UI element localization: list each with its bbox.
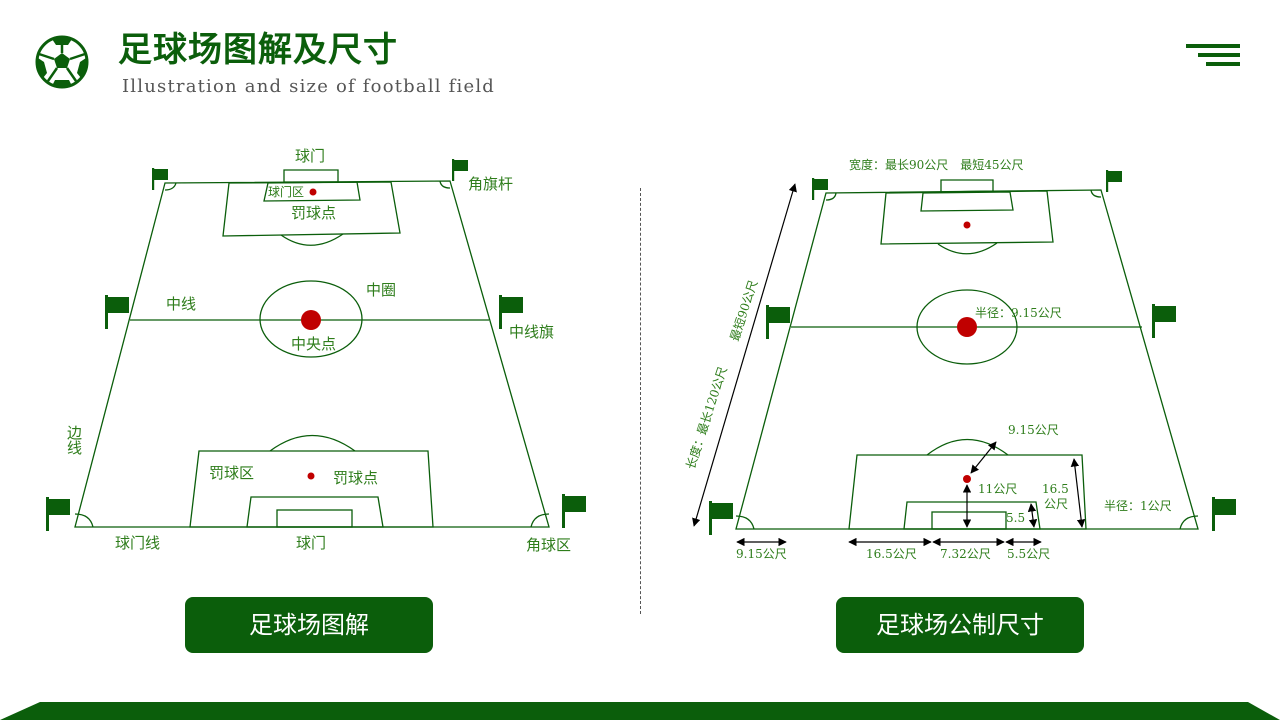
corner-flag-icon [1106, 170, 1122, 192]
left-corner-arc-tl [164, 182, 177, 191]
right-bottom-goal-area [903, 501, 1041, 530]
right-field [735, 179, 1199, 530]
field-illustration-button[interactable]: 足球场图解 [185, 597, 433, 653]
label-penalty-spot-bottom: 罚球点 [333, 469, 378, 487]
left-field [74, 169, 550, 528]
left-bottom-penalty-area [189, 450, 434, 528]
corner-flag-icon [152, 168, 168, 190]
corner-flag-icon [452, 159, 468, 181]
left-center-spot [301, 310, 321, 330]
left-top-goal [283, 169, 339, 183]
bottom-band [0, 702, 1280, 720]
left-bottom-goal [276, 509, 353, 528]
right-center-circle [916, 289, 1018, 365]
label-goal-area-side: 5.5公尺 [1007, 547, 1050, 561]
label-goal-bottom: 球门 [296, 534, 326, 552]
right-top-penalty-spot [963, 221, 971, 229]
label-goal-area-top: 球门区 [268, 184, 304, 199]
left-bottom-penalty-spot [307, 472, 315, 480]
corner-flag-icon [709, 501, 733, 535]
left-top-penalty-arc [280, 233, 344, 246]
label-goal-line: 球门线 [115, 534, 160, 552]
label-penalty-spot-top: 罚球点 [291, 204, 336, 222]
label-spot-distance: 11公尺 [978, 482, 1017, 496]
label-center-spot: 中央点 [291, 335, 336, 353]
label-halfway-line: 中线 [166, 295, 196, 313]
label-arc-radius: 9.15公尺 [1008, 423, 1059, 437]
label-penalty-depth-num: 16.5 [1042, 482, 1069, 496]
label-goal-width: 7.32公尺 [940, 547, 991, 561]
left-corner-arc-br [530, 513, 550, 528]
right-top-penalty-area [880, 190, 1054, 245]
left-corner-arc-bl [74, 513, 94, 528]
label-halfway-flag: 中线旗 [509, 323, 554, 341]
right-center-spot [957, 317, 977, 337]
dimension-arrows [692, 183, 1086, 547]
left-bottom-goal-area [246, 496, 384, 528]
label-corner-flag: 角旗杆 [468, 175, 513, 193]
right-bottom-goal [931, 511, 1007, 530]
label-length-long: 长度：最长120公尺 [683, 365, 730, 471]
label-goal-top: 球门 [295, 147, 325, 165]
right-bottom-penalty-arc [926, 438, 1009, 456]
label-center-radius: 半径：9.15公尺 [975, 306, 1062, 320]
left-center-circle [259, 280, 363, 358]
right-top-goal [940, 179, 994, 193]
menu-lines-icon[interactable] [1186, 44, 1242, 68]
label-corner-area: 角球区 [526, 536, 571, 554]
corner-flag-icon [46, 497, 70, 531]
halfway-flag-icon [1152, 304, 1176, 338]
right-corner-arc-tr [1090, 189, 1102, 198]
right-corner-arc-br [1179, 515, 1199, 530]
halfway-flag-icon [105, 295, 129, 329]
label-width: 宽度：最长90公尺 最短45公尺 [849, 157, 1024, 172]
label-penalty-side: 16.5公尺 [866, 547, 917, 561]
halfway-flag-icon [766, 305, 790, 339]
right-top-goal-area [920, 191, 1014, 212]
label-touchline: 边线 [65, 425, 83, 455]
left-top-penalty-spot [309, 188, 317, 196]
label-penalty-area: 罚球区 [209, 464, 254, 482]
right-corner-arc-tl [825, 192, 837, 201]
label-center-circle: 中圈 [366, 281, 396, 299]
corner-flag-icon [562, 494, 586, 528]
left-bottom-penalty-arc [269, 434, 356, 452]
label-corner-radius: 半径：1公尺 [1104, 499, 1172, 513]
right-top-penalty-arc [937, 242, 998, 255]
label-penalty-depth-unit: 公尺 [1044, 497, 1068, 511]
field-metric-size-button[interactable]: 足球场公制尺寸 [836, 597, 1084, 653]
right-bottom-penalty-spot [963, 475, 971, 483]
page-subtitle: Illustration and size of football field [122, 76, 496, 97]
soccer-ball-icon [35, 35, 89, 89]
label-corner-distance: 9.15公尺 [736, 547, 787, 561]
label-length-short: 最短90公尺 [728, 278, 761, 343]
corner-flag-icon [1212, 497, 1236, 531]
page-title: 足球场图解及尺寸 [118, 30, 398, 70]
label-goal-area-depth: 5.5 [1006, 511, 1025, 525]
left-corner-arc-tr [439, 180, 451, 189]
center-divider [640, 188, 641, 614]
